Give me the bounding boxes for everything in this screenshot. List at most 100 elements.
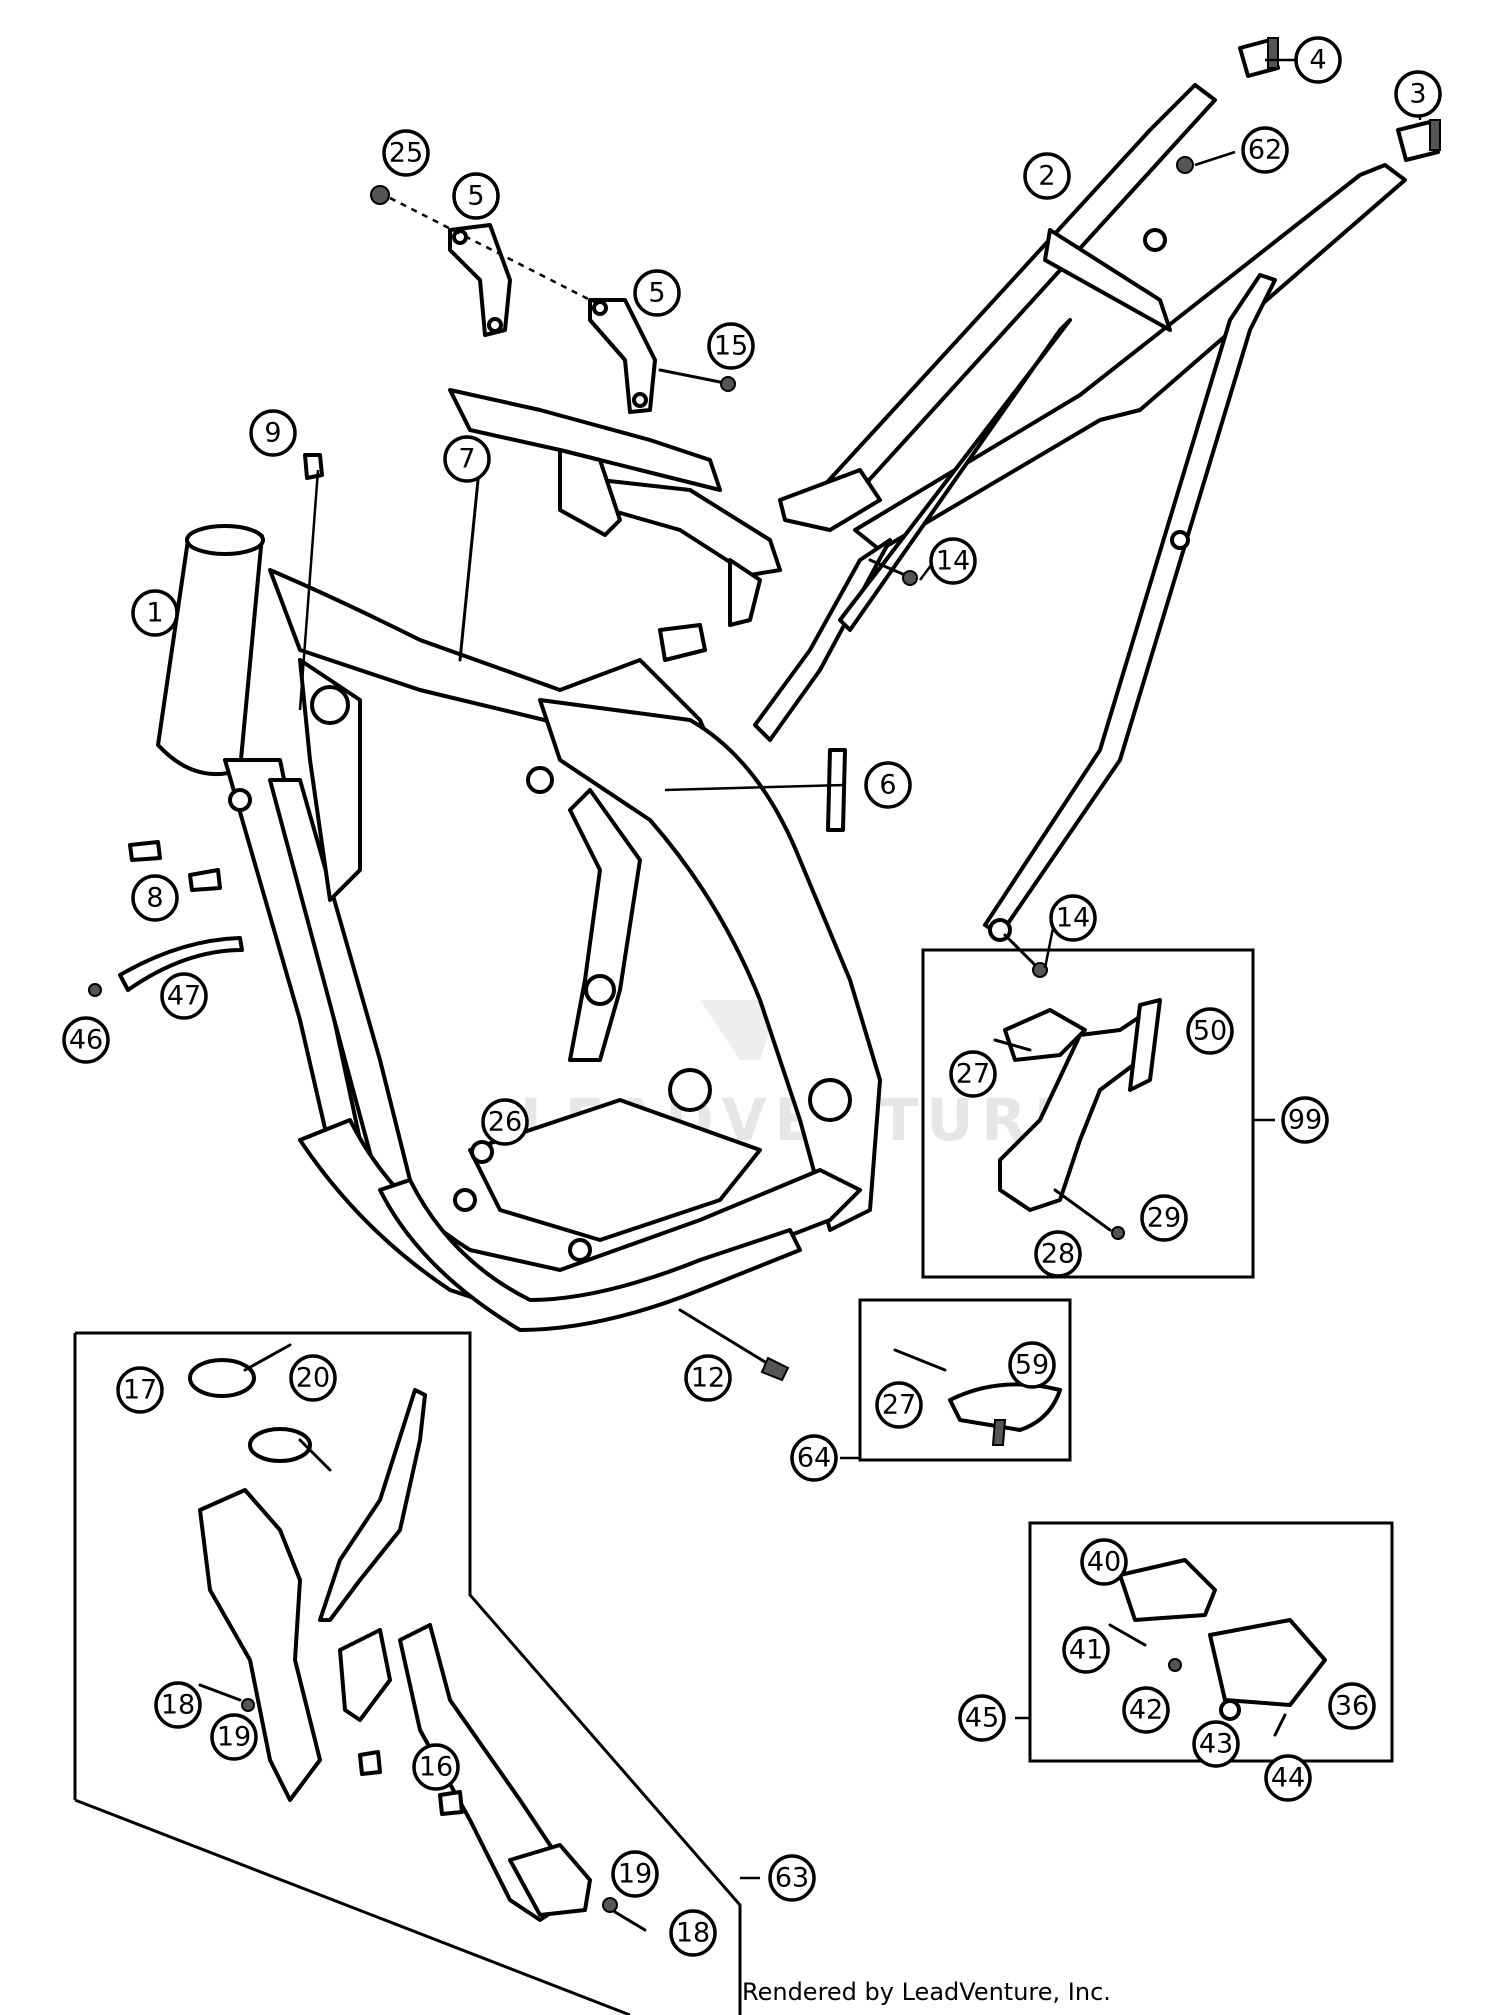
nut-62: [1176, 156, 1194, 174]
svg-text:42: 42: [1129, 1695, 1163, 1726]
frame-plug-3: [1396, 119, 1441, 162]
svg-text:29: 29: [1147, 1203, 1181, 1234]
callout-63[interactable]: 63: [768, 1854, 816, 1902]
svg-text:5: 5: [648, 278, 665, 309]
callout-16[interactable]: 16: [412, 1743, 460, 1791]
callout-3[interactable]: 3: [1394, 70, 1442, 118]
svg-text:25: 25: [389, 138, 423, 169]
callout-42[interactable]: 42: [1122, 1686, 1170, 1734]
svg-text:18: 18: [161, 1690, 195, 1721]
callout-44[interactable]: 44: [1264, 1754, 1312, 1802]
callout-9[interactable]: 9: [249, 409, 297, 457]
kit-box-99: [921, 948, 1275, 1279]
callout-15[interactable]: 15: [707, 322, 755, 370]
svg-text:4: 4: [1309, 45, 1326, 76]
svg-text:19: 19: [217, 1722, 251, 1753]
svg-text:8: 8: [146, 883, 163, 914]
callout-45[interactable]: 45: [958, 1694, 1006, 1742]
callout-1[interactable]: 1: [131, 589, 179, 637]
svg-text:41: 41: [1069, 1635, 1103, 1666]
callouts: 1 2 3 4 5 5 6 7 8 9 12 14 14 15 16 17 18…: [62, 36, 1442, 1957]
nut-26: [470, 1140, 494, 1164]
svg-text:19: 19: [618, 1859, 652, 1890]
svg-text:45: 45: [965, 1703, 999, 1734]
callout-41[interactable]: 41: [1062, 1626, 1110, 1674]
svg-text:99: 99: [1288, 1105, 1322, 1136]
callout-99[interactable]: 99: [1281, 1096, 1329, 1144]
svg-text:16: 16: [419, 1752, 453, 1783]
callout-50[interactable]: 50: [1186, 1007, 1234, 1055]
callout-28[interactable]: 28: [1034, 1230, 1082, 1278]
callout-8[interactable]: 8: [131, 874, 179, 922]
svg-text:7: 7: [458, 444, 475, 475]
bolts-8: [128, 840, 222, 892]
swingarm-bolt-12: [678, 1308, 790, 1382]
callout-59[interactable]: 59: [1008, 1341, 1056, 1389]
callout-14-upper[interactable]: 14: [929, 537, 977, 585]
kit-box-64: [840, 1298, 1072, 1462]
callout-4[interactable]: 4: [1294, 36, 1342, 84]
kit-box-63: [73, 1331, 760, 2015]
callout-19-left[interactable]: 19: [210, 1713, 258, 1761]
svg-text:18: 18: [676, 1918, 710, 1949]
svg-text:17: 17: [123, 1375, 157, 1406]
callout-19-right[interactable]: 19: [611, 1850, 659, 1898]
svg-text:26: 26: [488, 1107, 522, 1138]
callout-62[interactable]: 62: [1241, 126, 1289, 174]
svg-text:1: 1: [146, 598, 163, 629]
callout-29[interactable]: 29: [1140, 1194, 1188, 1242]
callout-12[interactable]: 12: [684, 1354, 732, 1402]
callout-2[interactable]: 2: [1023, 152, 1071, 200]
callout-18-left[interactable]: 18: [154, 1681, 202, 1729]
callout-17[interactable]: 17: [116, 1366, 164, 1414]
svg-text:63: 63: [775, 1863, 809, 1894]
nut-25: [370, 185, 390, 205]
callout-25[interactable]: 25: [382, 129, 430, 177]
callout-7[interactable]: 7: [443, 435, 491, 483]
callout-40[interactable]: 40: [1080, 1538, 1128, 1586]
svg-text:2: 2: [1038, 161, 1055, 192]
callout-27-box99[interactable]: 27: [949, 1050, 997, 1098]
callout-64[interactable]: 64: [790, 1434, 838, 1482]
frame-plug-4: [1238, 37, 1280, 78]
svg-text:44: 44: [1271, 1763, 1305, 1794]
hose-47: [118, 936, 244, 992]
svg-text:9: 9: [264, 418, 281, 449]
subframe: [753, 83, 1407, 942]
svg-text:27: 27: [882, 1390, 916, 1421]
svg-text:47: 47: [167, 981, 201, 1012]
callout-14-lower[interactable]: 14: [1049, 894, 1097, 942]
callout-18-right[interactable]: 18: [669, 1909, 717, 1957]
svg-text:64: 64: [797, 1443, 831, 1474]
callout-6[interactable]: 6: [864, 761, 912, 809]
svg-text:14: 14: [936, 546, 970, 577]
callout-47[interactable]: 47: [160, 972, 208, 1020]
callout-26[interactable]: 26: [481, 1098, 529, 1146]
svg-text:40: 40: [1087, 1547, 1121, 1578]
main-frame: [156, 524, 882, 1332]
callout-36[interactable]: 36: [1328, 1682, 1376, 1730]
svg-text:3: 3: [1409, 79, 1426, 110]
svg-text:28: 28: [1041, 1239, 1075, 1270]
svg-text:62: 62: [1248, 135, 1282, 166]
svg-text:6: 6: [879, 770, 896, 801]
callout-20[interactable]: 20: [289, 1354, 337, 1402]
callout-27-box64[interactable]: 27: [875, 1381, 923, 1429]
engine-bracket-upper: [448, 223, 512, 337]
svg-text:5: 5: [467, 181, 484, 212]
bolt-15: [658, 368, 736, 392]
svg-text:27: 27: [956, 1059, 990, 1090]
engine-guard-6: [826, 748, 847, 832]
callout-5-lower[interactable]: 5: [633, 269, 681, 317]
plug-9: [303, 453, 324, 480]
svg-text:50: 50: [1193, 1016, 1227, 1047]
callout-43[interactable]: 43: [1192, 1720, 1240, 1768]
callout-46[interactable]: 46: [62, 1016, 110, 1064]
callout-5-upper[interactable]: 5: [452, 172, 500, 220]
svg-text:36: 36: [1335, 1691, 1369, 1722]
svg-text:12: 12: [691, 1363, 725, 1394]
render-credit: Rendered by LeadVenture, Inc.: [742, 1978, 1111, 2006]
svg-text:43: 43: [1199, 1729, 1233, 1760]
svg-text:15: 15: [714, 331, 748, 362]
